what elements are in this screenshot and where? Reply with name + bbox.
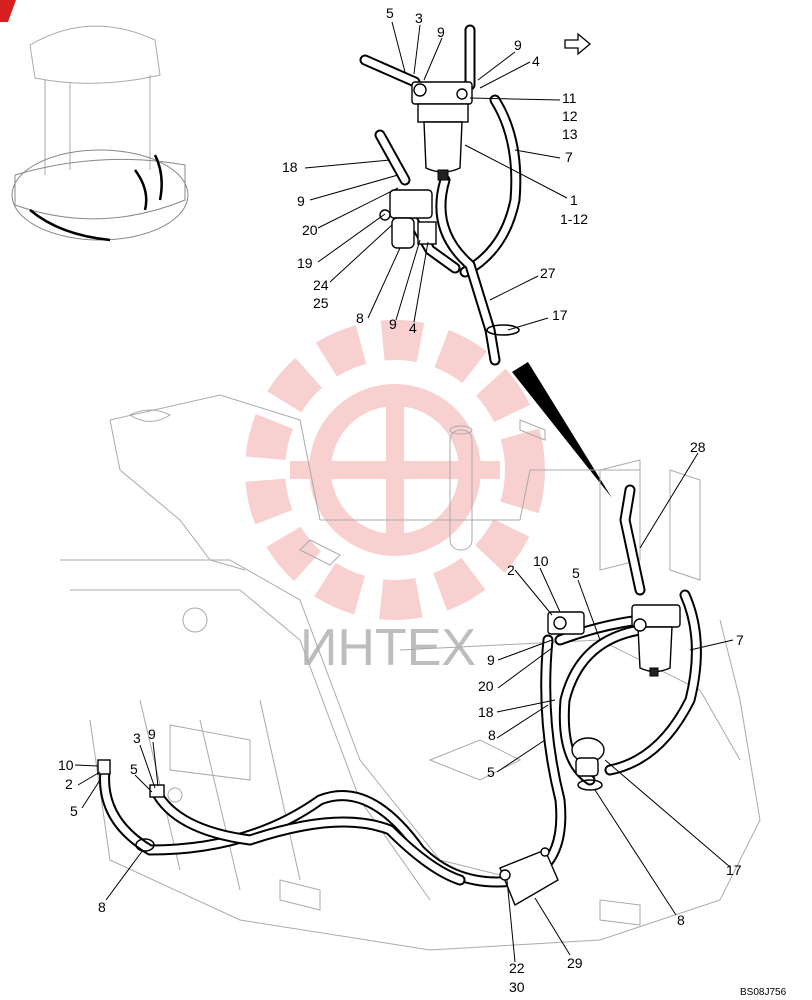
- callout-9: 9: [514, 37, 522, 53]
- callout-20: 20: [302, 222, 318, 238]
- hose-clamp-detail: [486, 324, 520, 336]
- fuel-filter-assembly: [411, 81, 473, 181]
- callout-1-12: 1-12: [560, 211, 588, 227]
- tank-fitting-left: [97, 759, 111, 775]
- callout-10: 10: [58, 757, 74, 773]
- callout-29: 29: [567, 955, 583, 971]
- callout-30: 30: [509, 979, 525, 995]
- callout-27: 27: [540, 265, 556, 281]
- callout-10: 10: [533, 553, 549, 569]
- callout-24: 24: [313, 277, 329, 293]
- water-separator-assembly: [379, 189, 437, 249]
- callout-3: 3: [133, 730, 141, 746]
- prefilter-installed: [547, 611, 585, 635]
- callout-9: 9: [487, 652, 495, 668]
- direction-arrow-icon: [564, 32, 592, 56]
- callout-8: 8: [356, 310, 364, 326]
- callout-7: 7: [565, 149, 573, 165]
- leader-lines-top: [304, 21, 568, 331]
- tank-fitting-mid: [149, 784, 165, 798]
- callout-18: 18: [478, 704, 494, 720]
- callout-25: 25: [313, 295, 329, 311]
- callout-5: 5: [386, 5, 394, 21]
- leader-lines-bottom: [74, 452, 734, 963]
- callout-1: 1: [570, 192, 578, 208]
- callout-8: 8: [98, 899, 106, 915]
- callout-17: 17: [552, 307, 568, 323]
- water-separator-installed: [571, 737, 605, 777]
- callout-8: 8: [677, 912, 685, 928]
- callout-2: 2: [507, 562, 515, 578]
- clamp-bottom-right: [577, 779, 603, 791]
- callout-22: 22: [509, 960, 525, 976]
- callout-4: 4: [532, 53, 540, 69]
- callout-19: 19: [297, 255, 313, 271]
- callout-18: 18: [282, 159, 298, 175]
- callout-5: 5: [487, 764, 495, 780]
- corner-marker: [0, 0, 16, 22]
- fuel-cooler-box: [499, 849, 559, 907]
- callout-4: 4: [409, 320, 417, 336]
- callout-2: 2: [65, 776, 73, 792]
- callout-5: 5: [70, 803, 78, 819]
- callout-3: 3: [415, 10, 423, 26]
- callout-9: 9: [389, 316, 397, 332]
- callout-17: 17: [726, 862, 742, 878]
- callouts-top: 5 3 9 9 4 11 12 13 7 1 1-12 18 9 20 19 2…: [282, 5, 588, 336]
- callout-9: 9: [437, 24, 445, 40]
- callout-11: 11: [562, 90, 577, 106]
- detail-hoses: [359, 24, 522, 366]
- callout-8: 8: [488, 727, 496, 743]
- drawing-code: BS08J756: [740, 987, 787, 998]
- view-pointer: [512, 362, 612, 498]
- callout-20: 20: [478, 678, 494, 694]
- cooler-fitting-2: [540, 847, 550, 857]
- clamp-left: [135, 838, 155, 852]
- callouts-bottom: 28 7 10 2 5 9 20 18 8 5 17 8 10 2 5 3 9 …: [58, 439, 744, 995]
- callout-9: 9: [297, 193, 305, 209]
- watermark-gear-logo: [245, 320, 545, 620]
- callout-5: 5: [130, 761, 138, 777]
- callout-28: 28: [690, 439, 706, 455]
- callout-5: 5: [572, 565, 580, 581]
- cooler-fitting: [499, 869, 511, 881]
- callout-7: 7: [736, 632, 744, 648]
- callout-9: 9: [148, 726, 156, 742]
- fuel-filter-installed: [631, 604, 681, 677]
- assembly-hoses: [99, 484, 702, 888]
- upper-structure-frame: [60, 394, 761, 951]
- callout-13: 13: [562, 126, 578, 142]
- callout-12: 12: [562, 108, 578, 124]
- machine-inset-icon: [11, 25, 189, 242]
